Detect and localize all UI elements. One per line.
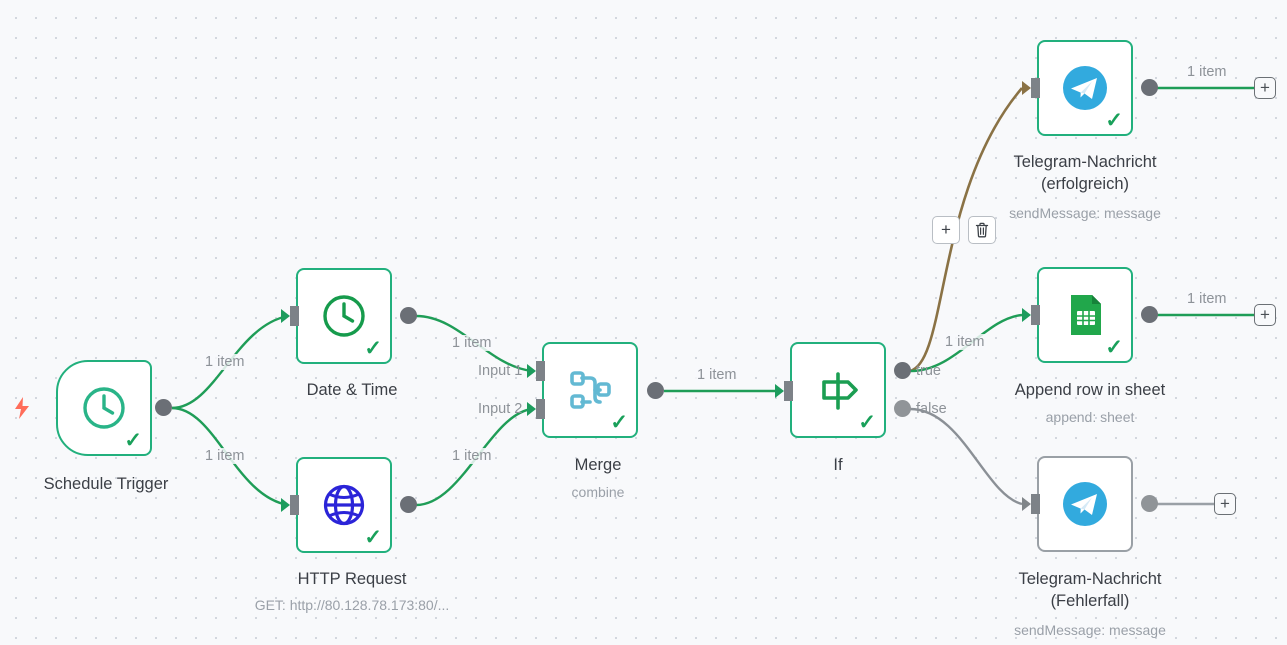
add-node-stub-telegram-error[interactable]: + (1214, 493, 1236, 515)
edge-label-trigger-to-datetime: 1 item (203, 354, 247, 370)
port-in-arrow-http-request (281, 498, 290, 512)
edge-if-false-to-telegram-error[interactable] (909, 407, 1023, 506)
edge-label-datetime-to-merge: 1 item (450, 335, 494, 351)
port-in-arrow-merge-1 (527, 364, 536, 378)
port-in-arrow-merge-2 (527, 402, 536, 416)
port-in-http-request[interactable] (290, 495, 299, 515)
port-in-append-row-in-sheet[interactable] (1031, 305, 1040, 325)
node-if[interactable]: ✓ (790, 342, 886, 438)
node-telegram-error[interactable] (1037, 456, 1133, 552)
node-append-row-in-sheet[interactable]: ✓ (1037, 267, 1133, 363)
port-in-telegram-success[interactable] (1031, 78, 1040, 98)
port-in-date-time[interactable] (290, 306, 299, 326)
clock-icon (323, 295, 365, 337)
node-status-check: ✓ (364, 526, 382, 549)
port-in-merge-1[interactable] (536, 361, 545, 381)
port-in-arrow-telegram-success (1022, 81, 1031, 95)
globe-icon (323, 484, 365, 526)
node-telegram-success[interactable]: ✓ (1037, 40, 1133, 136)
node-http-request[interactable]: ✓ (296, 457, 392, 553)
clock-icon (83, 387, 125, 429)
port-out-append-row-in-sheet[interactable] (1141, 306, 1158, 323)
edge-if-true-to-telegram-success[interactable] (909, 87, 1023, 373)
telegram-icon (1063, 66, 1107, 110)
port-label-merge-input-2: Input 2 (478, 401, 523, 417)
edge-label-telegram-success-out: 1 item (1185, 64, 1229, 80)
node-status-check: ✓ (610, 411, 628, 434)
add-node-stub-append-row-in-sheet[interactable]: + (1254, 304, 1276, 326)
port-label-merge-input-1: Input 1 (478, 363, 523, 379)
edge-label-trigger-to-http: 1 item (203, 448, 247, 464)
node-status-check: ✓ (124, 429, 142, 452)
port-in-arrow-telegram-error (1022, 497, 1031, 511)
node-status-check: ✓ (364, 337, 382, 360)
port-label-if-true: true (916, 363, 941, 379)
port-out-date-time[interactable] (400, 307, 417, 324)
node-status-check: ✓ (858, 411, 876, 434)
connection-add-node-button[interactable]: + (932, 216, 960, 244)
node-schedule-trigger[interactable]: ✓ (56, 360, 152, 456)
node-status-check: ✓ (1105, 109, 1123, 132)
connection-hover-toolbar[interactable]: + (932, 216, 996, 244)
port-in-if[interactable] (784, 381, 793, 401)
edge-label-sheet-out: 1 item (1185, 291, 1229, 307)
node-merge[interactable]: ✓ (542, 342, 638, 438)
port-out-if-true[interactable] (894, 362, 911, 379)
port-out-merge[interactable] (647, 382, 664, 399)
port-out-telegram-error[interactable] (1141, 495, 1158, 512)
port-in-arrow-date-time (281, 309, 290, 323)
telegram-icon (1063, 482, 1107, 526)
edge-label-http-to-merge: 1 item (450, 448, 494, 464)
edge-label-merge-to-if: 1 item (695, 367, 739, 383)
add-node-stub-telegram-success[interactable]: + (1254, 77, 1276, 99)
port-label-if-false: false (916, 401, 947, 417)
lightning-bolt-icon (12, 396, 32, 425)
lightning-bolt-glyph (15, 397, 29, 419)
merge-icon (570, 371, 611, 409)
node-status-check: ✓ (1105, 336, 1123, 359)
port-out-schedule-trigger[interactable] (155, 399, 172, 416)
edge-label-if-true-to-sheet: 1 item (943, 334, 987, 350)
port-in-merge-2[interactable] (536, 399, 545, 419)
signpost-icon (822, 372, 858, 410)
node-date-time[interactable]: ✓ (296, 268, 392, 364)
port-out-telegram-success[interactable] (1141, 79, 1158, 96)
port-in-arrow-if (775, 384, 784, 398)
port-in-arrow-append-row-in-sheet (1022, 308, 1031, 322)
connection-delete-button[interactable] (968, 216, 996, 244)
trash-icon (975, 222, 989, 238)
port-in-telegram-error[interactable] (1031, 494, 1040, 514)
port-out-http-request[interactable] (400, 496, 417, 513)
plus-icon: + (941, 220, 951, 239)
google-sheets-icon (1071, 295, 1101, 335)
port-out-if-false[interactable] (894, 400, 911, 417)
